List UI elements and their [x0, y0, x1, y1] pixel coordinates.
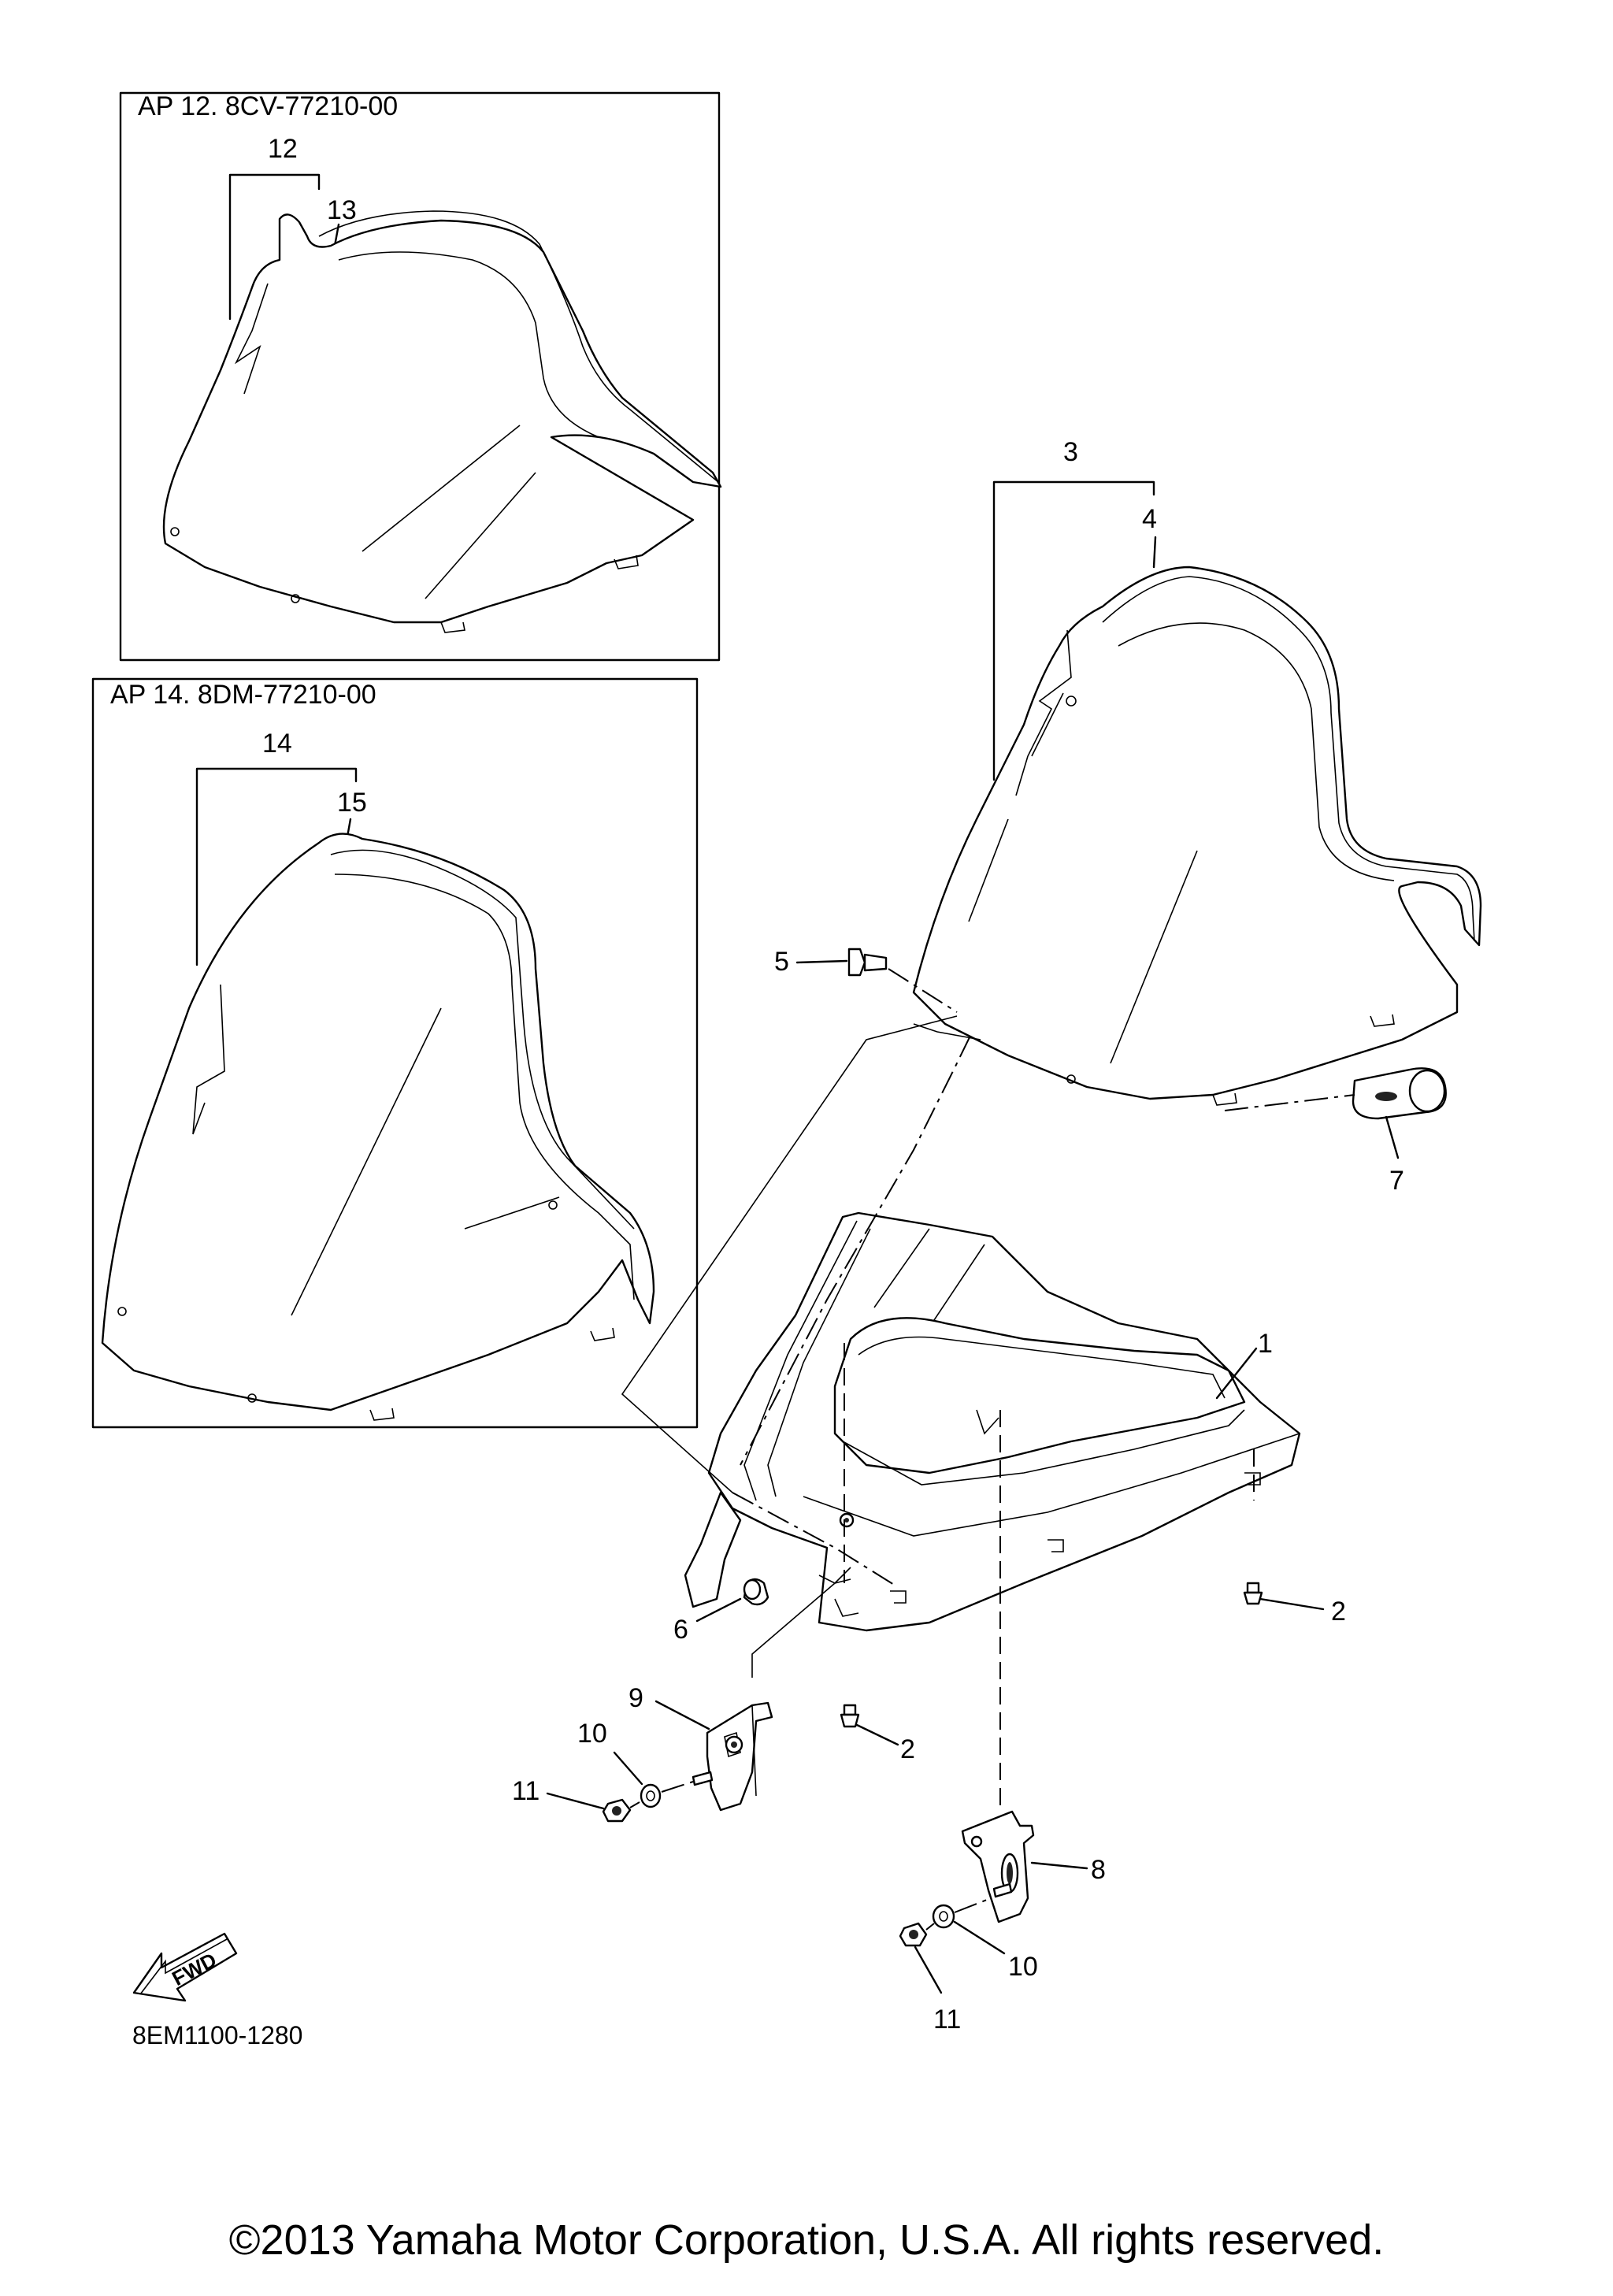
bracket-9: 9	[629, 1683, 773, 1812]
main-windshield-assembly: 3 4	[912, 437, 1482, 1106]
screw-2-left: 2	[840, 1704, 915, 1764]
cowling-1: 1	[684, 1211, 1301, 1632]
inset-ap14-title: AP 14. 8DM-77210-00	[110, 680, 376, 710]
inset-ap12: AP 12. 8CV-77210-00 12 13	[119, 91, 722, 662]
callout-10-left: 10	[577, 1719, 607, 1749]
inset-ap12-frame	[119, 91, 721, 662]
callout-9: 9	[629, 1683, 643, 1713]
bracket-8: 8	[961, 1810, 1106, 1923]
callout-2-left: 2	[900, 1734, 915, 1764]
windshield-12	[162, 210, 722, 633]
windshield-14	[101, 833, 655, 1421]
nut-11-left: 11	[512, 1776, 640, 1823]
bolt-5: 5	[774, 947, 958, 1013]
inset-ap14-frame	[91, 677, 699, 1429]
nut-11-right: 11	[899, 1922, 961, 2035]
callout-14: 14	[262, 729, 292, 759]
callout-5: 5	[774, 947, 789, 977]
screw-2-right: 2	[1243, 1582, 1346, 1626]
callout-13: 13	[327, 195, 357, 225]
callout-7: 7	[1389, 1166, 1404, 1196]
diagram-code: 8EM1100-1280	[132, 2021, 302, 2049]
callout-8: 8	[1091, 1855, 1106, 1885]
callout-3: 3	[1063, 437, 1078, 467]
callout-10-right: 10	[1008, 1952, 1038, 1982]
callout-6: 6	[673, 1615, 688, 1645]
copyright-notice: ©2013 Yamaha Motor Corporation, U.S.A. A…	[228, 2216, 1385, 2264]
washer-10-left: 10	[577, 1719, 694, 1808]
callout-11-right: 11	[933, 2005, 961, 2035]
washer-10-right: 10	[932, 1897, 1038, 1982]
callout-12: 12	[268, 134, 298, 164]
reference-lines	[621, 1015, 1255, 1812]
inset-ap12-title: AP 12. 8CV-77210-00	[138, 91, 398, 121]
fwd-arrow-icon: FWD	[132, 1932, 238, 2002]
callout-15: 15	[337, 788, 367, 818]
callout-1: 1	[1258, 1329, 1273, 1359]
nut-plate-7: 7	[1224, 1067, 1447, 1196]
inset-ap14: AP 14. 8DM-77210-00 14 15	[91, 677, 699, 1429]
callout-4: 4	[1142, 504, 1157, 534]
callout-11-left: 11	[512, 1776, 540, 1806]
grommet-6: 6	[673, 1578, 769, 1645]
windshield-3	[912, 566, 1482, 1106]
callout-2-right: 2	[1331, 1597, 1346, 1626]
